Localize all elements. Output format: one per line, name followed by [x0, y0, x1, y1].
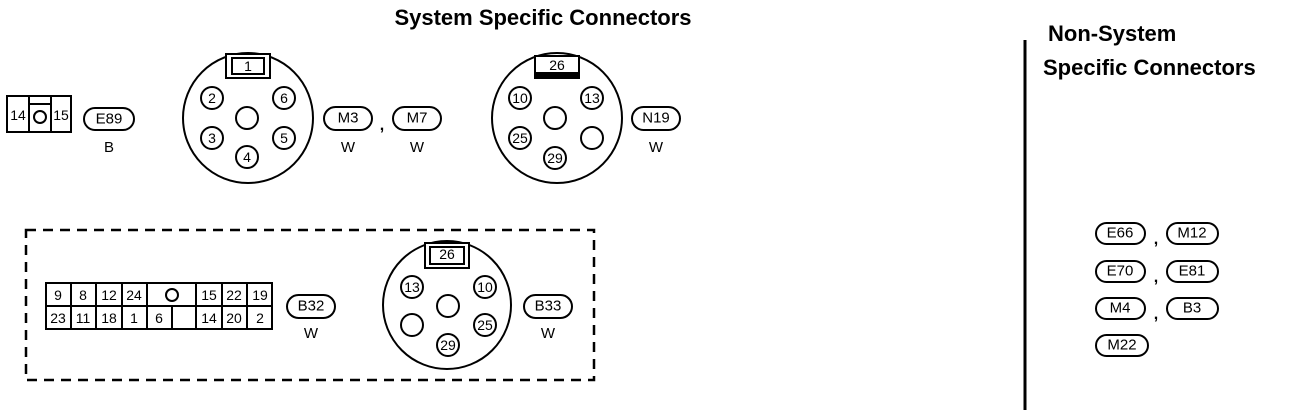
n19-empty-cavity [580, 126, 604, 150]
b33-empty-cavity [400, 313, 424, 337]
m7-tag-oval [392, 106, 442, 131]
m3-tag-oval [323, 106, 373, 131]
non-system-separator: , [1154, 269, 1158, 286]
b32-tag: B32 [298, 298, 325, 315]
n19-tag: N19 [642, 110, 670, 127]
b33-tag: B33 [535, 298, 562, 315]
non-system-tag: M4 [1110, 300, 1131, 317]
b33-pin: 29 [440, 337, 456, 353]
b32-pin: 11 [76, 310, 91, 326]
b33-pin: 10 [477, 279, 493, 295]
m3-m7-separator: , [380, 117, 384, 134]
n19-pin: 13 [584, 90, 600, 106]
b32-wire-color: W [304, 325, 319, 342]
non-system-connector-list: E66 , M12 E70 , E81 M4 , B3 M22 [1095, 222, 1219, 357]
n19-tag-oval [631, 106, 681, 131]
n19-pin: 26 [549, 57, 565, 73]
n19-pin: 10 [512, 90, 528, 106]
m3-pin: 6 [280, 90, 288, 106]
n19-pin: 29 [547, 150, 563, 166]
m3-tag: M3 [338, 110, 359, 127]
m3-pin: 3 [208, 130, 216, 146]
b33-pin: 25 [477, 317, 493, 333]
b32-pin: 23 [50, 310, 66, 326]
n19-pin: 25 [512, 130, 528, 146]
non-system-tag: M12 [1177, 225, 1206, 242]
non-system-title-line2: Specific Connectors [1043, 55, 1256, 80]
b33-tag-oval [523, 294, 573, 319]
e89-pin: 15 [53, 107, 69, 123]
non-system-title-line1: Non-System [1048, 21, 1176, 46]
b33-body [382, 240, 512, 370]
non-system-tag: E66 [1107, 225, 1134, 242]
b32-pin: 15 [201, 287, 217, 303]
b32-pin: 12 [101, 287, 117, 303]
m3-wire-color: W [341, 139, 356, 156]
b33-pin: 26 [439, 246, 455, 262]
b32-pin: 6 [155, 310, 163, 326]
b32-pin: 24 [126, 287, 142, 303]
system-specific-title: System Specific Connectors [394, 5, 691, 30]
e89-latch [28, 103, 52, 133]
e89-wire-color: B [104, 139, 114, 156]
n19-body [491, 52, 623, 184]
b32-pin: 8 [79, 287, 87, 303]
e89-tag-oval [83, 107, 135, 131]
e89-center-hole [33, 110, 47, 124]
dashed-group-box [24, 228, 596, 382]
connector-b32: 9 8 12 24 15 22 19 23 11 18 1 6 14 20 2 … [45, 282, 336, 342]
b32-pin: 2 [256, 310, 264, 326]
non-system-tag: E81 [1179, 263, 1206, 280]
b33-pin: 13 [404, 279, 420, 295]
b32-tag-oval [286, 294, 336, 319]
b32-pin: 19 [252, 287, 268, 303]
b32-pin: 20 [226, 310, 242, 326]
non-system-tag: E70 [1107, 263, 1134, 280]
m3-center-hole [235, 106, 259, 130]
m3-pin: 4 [243, 149, 251, 165]
m7-tag: M7 [407, 110, 428, 127]
b32-pin: 18 [101, 310, 117, 326]
m3-pin: 2 [208, 90, 216, 106]
e89-tag: E89 [96, 111, 123, 128]
m3-pin: 5 [280, 130, 288, 146]
non-system-separator: , [1154, 231, 1158, 248]
b32-pin: 9 [54, 287, 62, 303]
connector-m3-m7: 1 2 6 3 5 4 M3 , M7 W W [182, 52, 442, 184]
b33-wire-color: W [541, 325, 556, 342]
n19-center-hole [543, 106, 567, 130]
n19-wire-color: W [649, 139, 664, 156]
connector-b33: 26 13 10 25 29 B33 W [382, 240, 573, 370]
non-system-tag: M22 [1107, 337, 1136, 354]
b32-pin: 14 [201, 310, 217, 326]
m7-wire-color: W [410, 139, 425, 156]
connector-e89: 14 15 E89 B [6, 95, 135, 156]
m3-pin: 1 [244, 58, 252, 74]
e89-pin: 14 [10, 107, 26, 123]
connector-n19: 26 10 13 25 29 N19 W [491, 52, 681, 184]
non-system-separator: , [1154, 306, 1158, 323]
b32-pin: 22 [226, 287, 242, 303]
non-system-tag: B3 [1183, 300, 1201, 317]
b33-center-hole [436, 294, 460, 318]
b32-pin: 1 [130, 310, 138, 326]
b32-center-hole [165, 288, 179, 302]
